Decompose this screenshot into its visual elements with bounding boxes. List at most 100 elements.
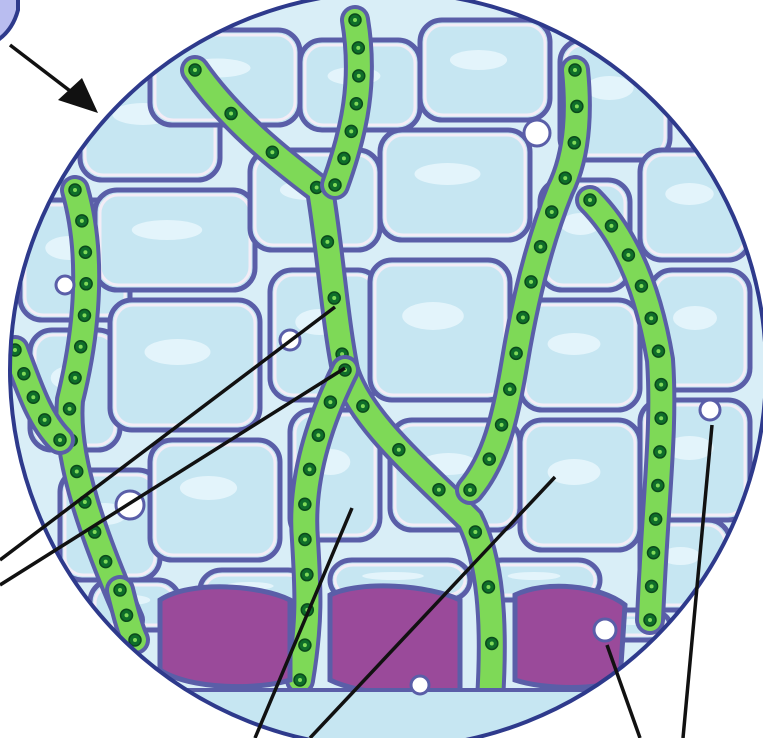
lower-epidermis-band	[80, 690, 700, 738]
chloroplast-center	[104, 560, 108, 564]
chloroplast-center	[659, 383, 663, 387]
chloroplast-center	[356, 46, 360, 50]
cell-highlight	[665, 183, 713, 205]
chloroplast-center	[73, 376, 77, 380]
chloroplast-center	[325, 240, 329, 244]
chloroplast-center	[93, 530, 97, 534]
cell	[380, 130, 530, 240]
air-pore	[56, 276, 74, 294]
chloroplast-center	[68, 407, 72, 411]
air-pore	[411, 676, 429, 694]
chloroplast-center	[31, 395, 35, 399]
chloroplast-center	[397, 448, 401, 452]
chloroplast-center	[83, 250, 87, 254]
air-pore	[524, 120, 550, 146]
chloroplast-center	[308, 467, 312, 471]
chloroplast-center	[328, 400, 332, 404]
chloroplast-center	[298, 678, 302, 682]
chloroplast-center	[550, 210, 554, 214]
chloroplast-center	[354, 102, 358, 106]
chloroplast-center	[315, 185, 319, 189]
cell-highlight	[362, 572, 424, 580]
air-pore	[700, 400, 720, 420]
chloroplast-center	[349, 129, 353, 133]
chloroplast-center	[514, 351, 518, 355]
cell	[150, 440, 280, 560]
cell-highlight	[585, 76, 633, 100]
chloroplast-center	[609, 224, 613, 228]
cell	[420, 20, 550, 120]
chloroplast-center	[563, 176, 567, 180]
cell	[110, 300, 260, 430]
chloroplast-center	[658, 450, 662, 454]
chloroplast-center	[270, 150, 274, 154]
chloroplast-center	[79, 345, 83, 349]
chloroplast-center	[649, 316, 653, 320]
chloroplast-center	[118, 588, 122, 592]
chloroplast-center	[73, 188, 77, 192]
chloroplast-center	[80, 219, 84, 223]
cell-highlight	[450, 50, 507, 70]
chloroplast-center	[58, 438, 62, 442]
cell	[520, 420, 640, 550]
chloroplast-center	[305, 573, 309, 577]
chloroplast-center	[125, 613, 129, 617]
chloroplast-center	[468, 488, 472, 492]
chloroplast-center	[229, 112, 233, 116]
cell	[640, 150, 750, 260]
chloroplast-center	[83, 500, 87, 504]
cell-highlight	[548, 333, 601, 355]
chloroplast-center	[654, 517, 658, 521]
chloroplast-center	[84, 282, 88, 286]
purple-cell	[160, 587, 290, 687]
chloroplast-center	[656, 349, 660, 353]
chloroplast-center	[529, 280, 533, 284]
chloroplast-center	[193, 68, 197, 72]
chloroplast-center	[303, 537, 307, 541]
chloroplast-center	[588, 198, 592, 202]
top-left-badge	[0, 0, 18, 48]
chloroplast-center	[573, 68, 577, 72]
chloroplast-center	[500, 423, 504, 427]
cell-highlight	[402, 302, 464, 330]
chloroplast-center	[75, 469, 79, 473]
chloroplast-center	[490, 641, 494, 645]
chloroplast-center	[22, 372, 26, 376]
chloroplast-center	[316, 433, 320, 437]
chloroplast-center	[508, 387, 512, 391]
lower-epidermis	[80, 586, 700, 738]
cell	[95, 190, 255, 290]
chloroplast-center	[43, 418, 47, 422]
chloroplast-center	[13, 348, 17, 352]
chloroplast-center	[487, 457, 491, 461]
chloroplast-center	[539, 245, 543, 249]
cell-highlight	[548, 459, 601, 485]
cell-highlight	[132, 220, 202, 240]
chloroplast-center	[437, 488, 441, 492]
chloroplast-center	[626, 253, 630, 257]
chloroplast-center	[303, 502, 307, 506]
chloroplast-center	[303, 643, 307, 647]
chloroplast-center	[332, 296, 336, 300]
chloroplast-center	[333, 183, 337, 187]
arrowhead	[58, 78, 98, 113]
chloroplast-center	[357, 74, 361, 78]
air-pore	[594, 619, 616, 641]
purple-cell	[330, 586, 460, 695]
chloroplast-center	[486, 585, 490, 589]
cell-highlight	[180, 476, 237, 500]
chloroplast-center	[650, 584, 654, 588]
chloroplast-center	[361, 404, 365, 408]
cell-highlight	[673, 306, 717, 330]
chloroplast-center	[572, 141, 576, 145]
chloroplast-center	[639, 284, 643, 288]
chloroplast-center	[575, 104, 579, 108]
cell-highlight	[508, 572, 561, 580]
cell	[370, 260, 510, 400]
chloroplast-center	[473, 530, 477, 534]
chloroplast-center	[133, 638, 137, 642]
chloroplast-center	[342, 156, 346, 160]
chloroplast-center	[353, 18, 357, 22]
